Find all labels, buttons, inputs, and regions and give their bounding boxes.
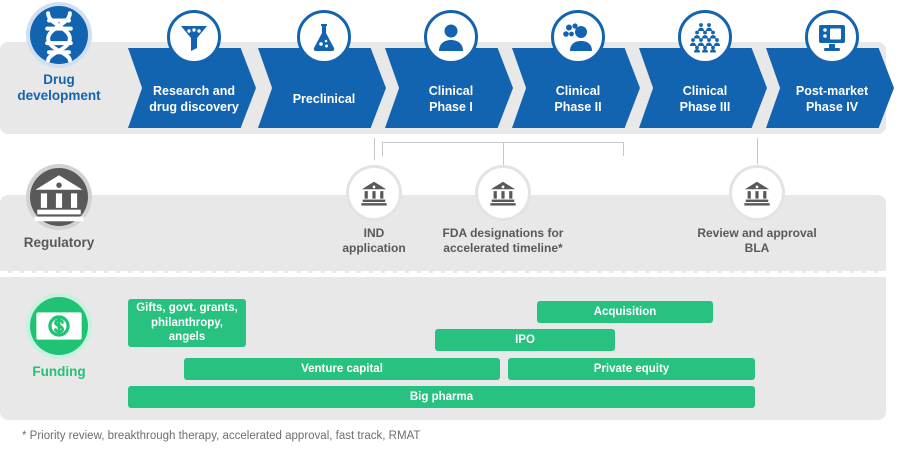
bracket-right-leg — [623, 142, 624, 156]
rail-drug-development: Drug development — [0, 6, 118, 104]
funding-bar-ipo[interactable]: IPO — [435, 329, 615, 351]
review-connector-tick — [757, 138, 758, 164]
bank-icon — [349, 168, 399, 218]
bracket-stem — [503, 142, 504, 166]
people-icon — [551, 10, 605, 64]
funnel-icon — [167, 10, 221, 64]
rail-funding: Funding — [0, 297, 118, 380]
money-icon — [30, 297, 88, 355]
ind-connector-tick — [374, 138, 375, 160]
fda-designation-bracket — [382, 142, 624, 166]
dna-icon — [30, 6, 88, 64]
bank-icon — [732, 168, 782, 218]
funding-bar-private-equity[interactable]: Private equity — [508, 358, 755, 380]
bank-icon — [30, 168, 88, 226]
crowd-icon — [678, 10, 732, 64]
funding-bar-acquisition[interactable]: Acquisition — [537, 301, 713, 323]
person-icon — [424, 10, 478, 64]
rail-funding-label: Funding — [32, 364, 86, 379]
funding-bar-big-pharma[interactable]: Big pharma — [128, 386, 755, 408]
rail-regulatory: Regulatory — [0, 168, 118, 251]
rail-regulatory-label: Regulatory — [23, 235, 95, 250]
monitor-icon — [805, 10, 859, 64]
rail-drug-development-label: Drug development — [17, 72, 101, 103]
footnote-text: * Priority review, breakthrough therapy,… — [22, 430, 421, 442]
bracket-left-leg — [382, 142, 383, 156]
funding-bar-gifts-grants[interactable]: Gifts, govt. grants, philanthropy, angel… — [128, 299, 246, 347]
flask-icon — [297, 10, 351, 64]
bank-icon — [478, 168, 528, 218]
funding-bar-venture-capital[interactable]: Venture capital — [184, 358, 500, 380]
band-dashed-divider — [0, 271, 886, 275]
